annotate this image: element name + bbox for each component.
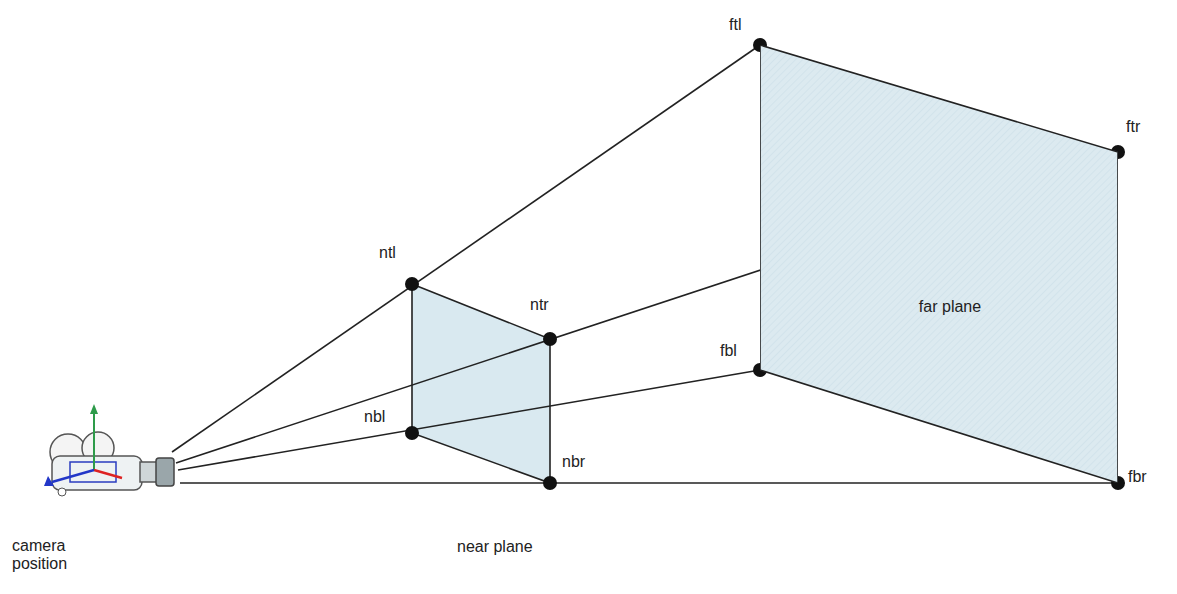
far-plane-outline — [760, 45, 1118, 483]
frustum-edges — [172, 45, 1118, 483]
corner-label: nbl — [362, 408, 387, 426]
plane-label: far plane — [919, 298, 981, 316]
camera-label: camera position — [10, 537, 92, 574]
corner-label: fbl — [718, 342, 739, 360]
corner-label: ftr — [1124, 118, 1142, 136]
near-plane-quad — [412, 284, 550, 483]
corner-label: fbr — [1126, 468, 1149, 486]
corner-label: nbr — [560, 453, 587, 471]
corner-label: ntl — [377, 244, 398, 262]
far-plane-quad: far plane — [760, 45, 1118, 483]
corner-label: ftl — [727, 16, 743, 34]
corner-dots — [405, 38, 1125, 490]
camera-icon — [44, 404, 174, 496]
corner-label: ntr — [528, 296, 551, 314]
plane-label: near plane — [455, 538, 535, 556]
